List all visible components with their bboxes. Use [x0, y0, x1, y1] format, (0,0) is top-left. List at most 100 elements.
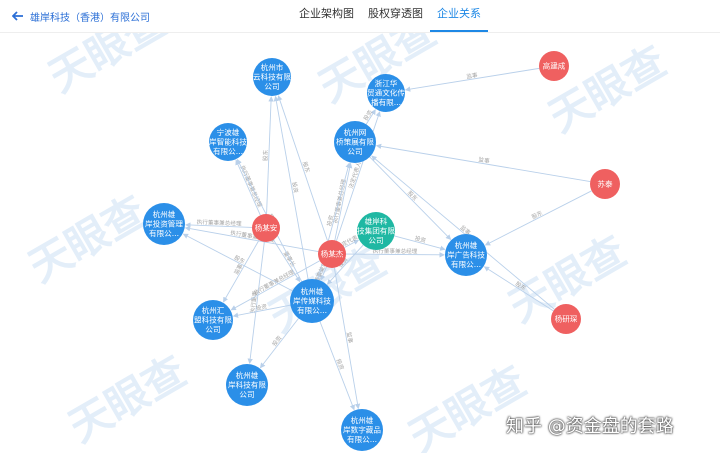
- company-node[interactable]: 杭州雄岸广告科技有限公...: [445, 234, 487, 276]
- relation-edge: [266, 96, 274, 215]
- node-label: 有限公...: [149, 228, 179, 238]
- node-label: 盟科技有限: [194, 315, 232, 325]
- relation-edge: [484, 190, 592, 246]
- node-circle: [143, 203, 185, 245]
- node-circle: [445, 234, 487, 276]
- relation-edge: [345, 252, 445, 258]
- relation-edge: [235, 159, 261, 216]
- company-node[interactable]: 杭州雄岸投资管理有限公...: [143, 203, 185, 245]
- node-label: 公司: [264, 82, 279, 91]
- relation-edge: [247, 241, 265, 365]
- node-circle: [193, 300, 233, 340]
- edge-label: 投资: [414, 234, 427, 245]
- company-name[interactable]: 雄岸科技（香港）有限公司: [30, 12, 150, 24]
- relation-edge: [232, 304, 291, 318]
- relation-edge: [223, 239, 260, 303]
- relation-edge: [185, 222, 253, 228]
- person-node[interactable]: 苏泰: [590, 169, 620, 199]
- relation-edge: [371, 155, 555, 310]
- company-node[interactable]: 宁波雄岸智能科技有限公...: [209, 123, 247, 161]
- node-circle: [290, 279, 334, 323]
- relation-edge: [483, 266, 554, 312]
- top-bar: 雄岸科技（香港）有限公司 企业架构图 股权穿透图 企业关系: [0, 0, 720, 33]
- person-node[interactable]: 高建成: [539, 51, 569, 81]
- node-label: 公司: [239, 390, 254, 399]
- relation-edge: [333, 267, 361, 410]
- node-label: 技集团有限: [357, 226, 395, 236]
- tab-equity-penetration[interactable]: 股权穿透图: [368, 7, 423, 20]
- node-circle: [334, 121, 376, 163]
- edge-label: 股东: [233, 253, 247, 265]
- company-node[interactable]: 杭州雄岸传媒科技有限公...: [290, 279, 334, 323]
- node-label: 宁波雄: [217, 127, 240, 137]
- edge-label: 执行董事兼总经理: [197, 218, 242, 228]
- relation-edge: [259, 318, 299, 369]
- node-label: 杭州雄: [301, 286, 324, 296]
- tab-bar: 企业架构图 股权穿透图 企业关系: [292, 0, 488, 32]
- node-circle: [367, 74, 405, 112]
- node-label: 杭州雄: [455, 240, 478, 250]
- relation-graph[interactable]: 天眼查天眼查天眼查天眼查天眼查天眼查天眼查天眼查 股东执行董事兼总经理执行董事兼…: [0, 33, 720, 453]
- node-label: 岸广告科技: [447, 250, 485, 260]
- node-label: 杭州汇: [202, 305, 225, 315]
- node-circle: [253, 58, 291, 96]
- company-node[interactable]: 浙江华贸通文化传播有限...: [367, 74, 405, 112]
- edge-label: 股东: [530, 208, 544, 220]
- back-button[interactable]: 雄岸科技（香港）有限公司: [12, 8, 150, 24]
- node-label: 贸通文化传: [367, 88, 405, 98]
- relation-edge: [365, 109, 376, 125]
- relation-edge: [182, 233, 293, 292]
- node-label: 有限公...: [347, 434, 377, 444]
- node-label: 杭州网: [344, 127, 367, 137]
- node-label: 高建成: [543, 61, 566, 71]
- back-arrow-icon: [12, 11, 23, 21]
- edge-label: 监事: [478, 155, 491, 165]
- node-label: 桥策展有限: [336, 137, 374, 147]
- node-label: 有限公...: [297, 305, 327, 315]
- node-layer: 杭州市云科技有限公司浙江华贸通文化传播有限...宁波雄岸智能科技有限公...杭州…: [143, 51, 620, 451]
- edge-label: 执行董事兼总经理: [373, 247, 418, 255]
- node-circle: [318, 240, 346, 268]
- relation-edge: [334, 162, 353, 241]
- relation-edge: [326, 244, 364, 285]
- relation-edge: [184, 226, 319, 252]
- edge-label: 投资: [325, 214, 336, 227]
- edge-label: 投资: [290, 181, 300, 194]
- relation-edge: [230, 260, 320, 311]
- node-label: 有限公...: [451, 259, 481, 269]
- tab-enterprise-relations[interactable]: 企业关系: [430, 0, 488, 32]
- relation-edge: [277, 95, 328, 241]
- person-node[interactable]: 杨某杰: [318, 240, 346, 268]
- watermark-text: 天眼查: [41, 33, 175, 102]
- tab-enterprise-structure[interactable]: 企业架构图: [299, 7, 354, 20]
- node-label: 杭州雄: [351, 415, 374, 425]
- relation-edge: [404, 67, 540, 92]
- node-label: 岸数字藏品: [343, 425, 381, 435]
- node-label: 岸投资管理: [145, 219, 183, 229]
- node-label: 岸智能科技: [209, 137, 247, 147]
- node-label: 苏泰: [597, 179, 613, 189]
- node-label: 公司: [368, 236, 383, 245]
- person-node[interactable]: 杨研琛: [551, 304, 581, 334]
- edge-label: 股东: [301, 161, 312, 175]
- node-circle: [341, 409, 383, 451]
- node-label: 岸科技有限: [228, 380, 266, 390]
- edge-label: 执行董事: [248, 290, 259, 314]
- relation-edge: [344, 239, 360, 248]
- node-circle: [252, 214, 280, 242]
- company-node[interactable]: 杭州雄岸数字藏品有限公...: [341, 409, 383, 451]
- edge-label: 监事: [345, 331, 355, 344]
- edge-label: 投资: [335, 358, 347, 372]
- relation-edge: [319, 321, 355, 411]
- relation-edge: [394, 235, 446, 251]
- node-circle: [357, 212, 395, 250]
- person-node[interactable]: 杨某安: [252, 214, 280, 242]
- edge-label: 监事: [466, 71, 479, 81]
- relation-edge: [375, 143, 591, 182]
- node-label: 雄岸科: [365, 216, 388, 226]
